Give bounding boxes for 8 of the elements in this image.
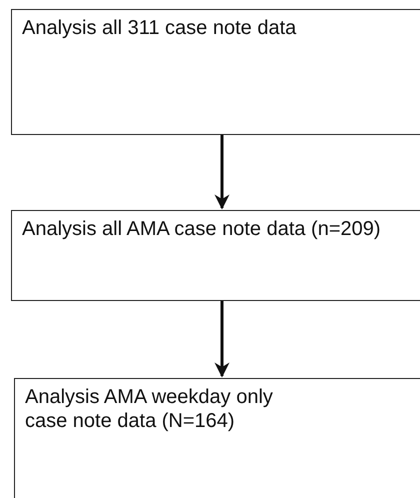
arrow [214,301,230,378]
process-box [14,378,420,498]
arrow [214,135,230,210]
process-box [11,9,420,135]
process-box [11,210,420,301]
box-text: Analysis all AMA case note data (n=209) [22,217,382,241]
box-text: Analysis all 311 case note data [22,16,298,40]
box-text: Analysis AMA weekday only case note data (N=164) [25,385,274,433]
